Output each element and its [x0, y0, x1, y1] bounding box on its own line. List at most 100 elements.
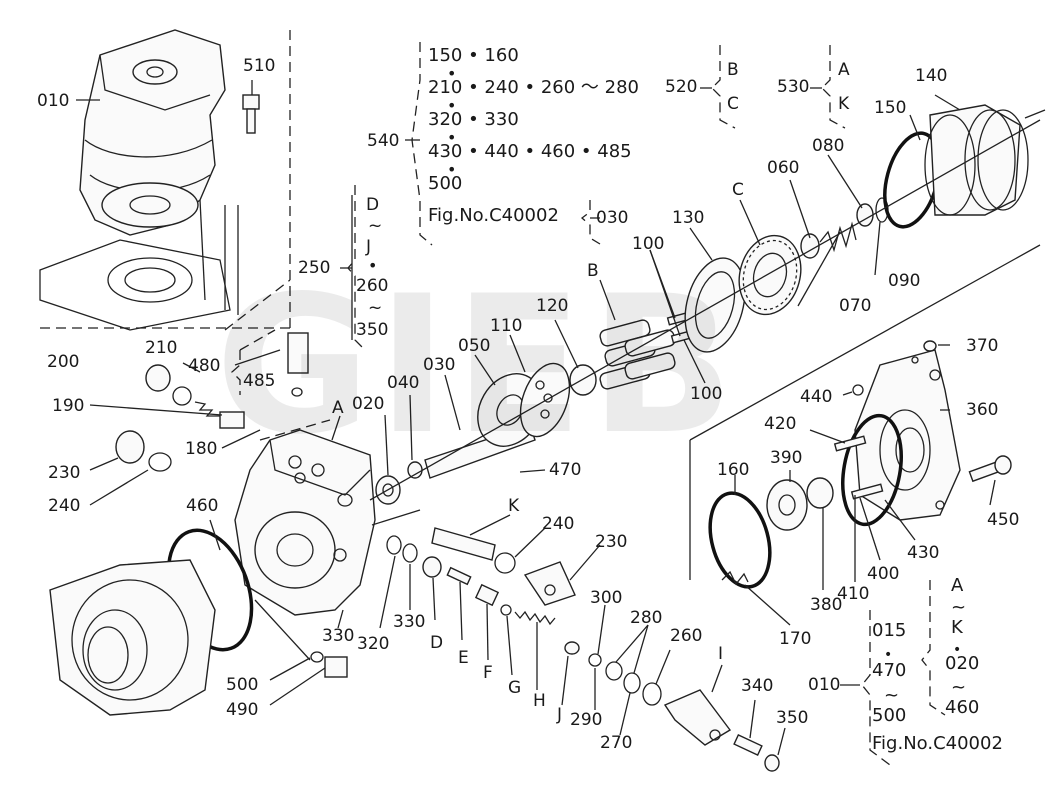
o-ring-260	[642, 682, 662, 706]
label-180: 180	[185, 439, 218, 459]
o-ring-330-a	[386, 535, 402, 555]
spring-170	[721, 570, 749, 586]
label-430: 430	[907, 543, 940, 563]
label-090: 090	[888, 271, 921, 291]
ring-280-a	[605, 661, 623, 681]
label-485: 485	[243, 371, 276, 391]
label-050: 050	[458, 336, 491, 356]
label-360: 360	[966, 400, 999, 420]
bearing-380	[806, 477, 834, 509]
ring-320	[402, 543, 418, 563]
plug-230-left	[115, 430, 172, 472]
label-540: 540	[367, 131, 400, 151]
label-060: 060	[767, 158, 800, 178]
plug-I	[663, 689, 732, 746]
spool-K	[431, 527, 496, 561]
bolt-450	[968, 455, 1012, 483]
nut-350	[764, 754, 780, 772]
label-300: 300	[590, 588, 623, 608]
o-ring-160	[708, 491, 772, 589]
label-290: 290	[570, 710, 603, 730]
label-210: 210	[145, 338, 178, 358]
label-250-tilde-1: ~	[368, 216, 383, 236]
ring-G	[500, 604, 512, 616]
motor-assembly-010-drawing	[39, 29, 239, 331]
label-I: I	[718, 644, 724, 664]
label-200: 200	[47, 352, 80, 372]
label-530-A: A	[838, 60, 850, 80]
label-020: 020	[352, 394, 385, 414]
ref-010-line-4: ~	[884, 685, 900, 706]
ref-540-line-2: 210 • 240 • 260 ～ 280	[428, 77, 639, 98]
label-010-br: 010	[808, 675, 841, 695]
drum-housing	[49, 559, 216, 716]
label-K: K	[508, 496, 520, 516]
ref-010-right-7: 460	[945, 697, 980, 718]
label-260: 260	[670, 626, 703, 646]
label-390: 390	[770, 448, 803, 468]
ref-540-line-6: Fig.No.C40002	[428, 205, 559, 226]
ref-010-right-5: 020	[945, 653, 980, 674]
ref-010-right-2: ~	[951, 597, 967, 618]
label-J: J	[557, 705, 563, 725]
grouping-brackets	[224, 42, 946, 766]
label-250-dot: •	[368, 256, 378, 275]
poppet-180	[219, 411, 245, 429]
label-520-C: C	[727, 94, 739, 114]
bolt-510	[242, 94, 260, 134]
label-250: 250	[298, 258, 331, 278]
label-030: 030	[423, 355, 456, 375]
label-270: 270	[600, 733, 633, 753]
ref-010-line-2: •	[884, 647, 893, 663]
label-F: F	[483, 663, 493, 683]
label-A: A	[332, 398, 344, 418]
gear-C	[738, 234, 802, 316]
label-120: 120	[536, 296, 569, 316]
label-250-tilde-2: ~	[368, 298, 383, 318]
ref-540-line-5: 500	[428, 173, 463, 194]
label-370: 370	[966, 336, 999, 356]
label-040: 040	[387, 373, 420, 393]
ref-540-line-3: 320 • 330	[428, 109, 519, 130]
label-070: 070	[839, 296, 872, 316]
plug-200	[145, 364, 192, 406]
label-130: 130	[672, 208, 705, 228]
o-ring-440	[852, 384, 864, 396]
ref-010-right-block: A ~ K • 020 ~ 460	[945, 575, 979, 719]
label-400: 400	[867, 564, 900, 584]
label-110: 110	[490, 316, 523, 336]
ref-010-right-3: K	[951, 617, 963, 638]
label-510: 510	[243, 56, 276, 76]
label-330-b: 330	[393, 612, 426, 632]
label-150: 150	[874, 98, 907, 118]
ref-540-dot-2: •	[447, 96, 457, 115]
o-ring-240-right	[494, 552, 516, 574]
label-240-right: 240	[542, 514, 575, 534]
label-380: 380	[810, 595, 843, 615]
spring-190	[194, 401, 220, 417]
ref-010-line-5: 500	[872, 705, 907, 726]
label-G: G	[508, 678, 522, 698]
ref-010-line-6: Fig.No.C40002	[872, 733, 1003, 754]
ball-guide-120	[569, 364, 597, 396]
label-030-ref: 030	[596, 208, 629, 228]
ring-280-b	[623, 672, 641, 694]
plug-230-right	[523, 561, 576, 606]
seat-D	[422, 556, 442, 578]
flange-140	[924, 104, 1029, 216]
o-ring-430	[841, 413, 903, 527]
label-450: 450	[987, 510, 1020, 530]
label-520-B: B	[727, 60, 739, 80]
label-250-J: J	[366, 237, 372, 257]
stem-E	[446, 566, 472, 586]
label-330-a: 330	[322, 626, 355, 646]
label-420: 420	[764, 414, 797, 434]
plug-490	[310, 651, 348, 678]
label-440: 440	[800, 387, 833, 407]
label-160: 160	[717, 460, 750, 480]
label-410: 410	[837, 584, 870, 604]
ring-290	[588, 653, 602, 667]
label-170: 170	[779, 629, 812, 649]
